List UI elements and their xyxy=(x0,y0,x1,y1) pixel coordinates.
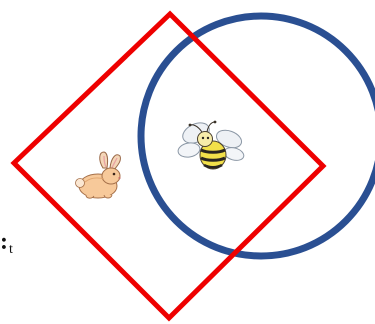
blue-circle xyxy=(141,16,375,256)
bee-illustration xyxy=(177,119,245,169)
edge-label-letter: t xyxy=(9,242,13,257)
edge-label-colon: : xyxy=(0,229,8,255)
rabbit-illustration xyxy=(76,152,121,198)
edge-label: :t xyxy=(0,230,12,254)
